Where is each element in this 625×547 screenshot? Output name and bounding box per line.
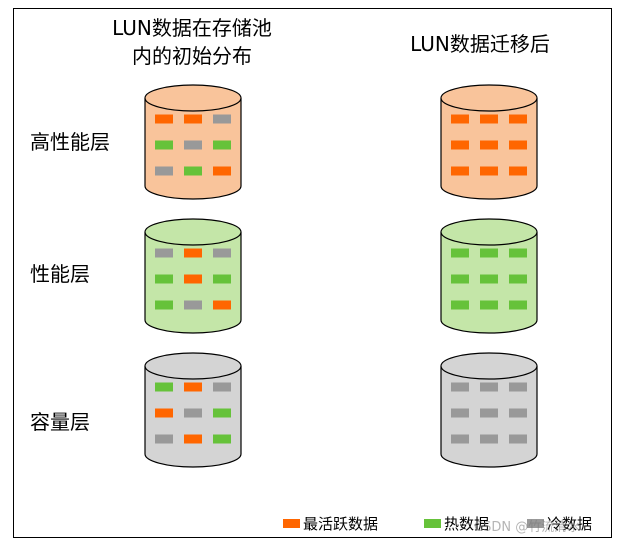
data-block-hottest xyxy=(184,382,202,392)
cylinder-top xyxy=(440,84,538,112)
data-block-hottest xyxy=(184,114,202,124)
data-block-hot xyxy=(480,248,498,258)
data-block-cold xyxy=(480,408,498,418)
cylinder-top xyxy=(440,352,538,380)
cylinder-after-performance xyxy=(440,218,538,334)
data-block-hottest xyxy=(213,166,231,176)
data-block-cold xyxy=(155,248,173,258)
data-block-hot xyxy=(184,166,202,176)
data-block-hot xyxy=(155,382,173,392)
data-block-hottest xyxy=(184,274,202,284)
legend-item-cold: 冷数据 xyxy=(527,513,592,533)
data-block-hot xyxy=(155,274,173,284)
data-block-hot xyxy=(480,300,498,310)
title-initial-line2: 内的初始分布 xyxy=(132,44,252,68)
cylinder-top xyxy=(144,218,242,246)
data-block-hot xyxy=(155,140,173,150)
data-block-cold xyxy=(509,434,527,444)
data-block-hot xyxy=(480,274,498,284)
cylinder-top xyxy=(440,218,538,246)
data-block-cold xyxy=(155,166,173,176)
data-block-cold xyxy=(184,408,202,418)
data-block-hottest xyxy=(184,248,202,258)
data-block-cold xyxy=(480,434,498,444)
title-initial-line1: LUN数据在存储池 xyxy=(112,16,272,40)
data-block-hot xyxy=(213,434,231,444)
legend-item-hot: 热数据 xyxy=(424,513,489,533)
data-block-cold xyxy=(155,434,173,444)
data-block-cold xyxy=(451,434,469,444)
data-block-hottest xyxy=(480,140,498,150)
cylinder-initial-capacity xyxy=(144,352,242,468)
data-block-hottest xyxy=(480,114,498,124)
data-block-hottest xyxy=(509,114,527,124)
data-block-hottest xyxy=(509,140,527,150)
tier-label-high-performance: 高性能层 xyxy=(30,130,110,154)
title-after-migration: LUN数据迁移后 xyxy=(410,32,550,56)
data-block-hot xyxy=(509,248,527,258)
data-block-cold xyxy=(509,408,527,418)
data-block-hottest xyxy=(155,408,173,418)
data-block-hot xyxy=(451,248,469,258)
legend-label-cold: 冷数据 xyxy=(547,514,593,533)
data-block-hottest xyxy=(451,166,469,176)
tier-label-performance: 性能层 xyxy=(30,262,90,286)
cylinder-top xyxy=(144,84,242,112)
data-block-hot xyxy=(451,300,469,310)
data-block-hottest xyxy=(480,166,498,176)
data-block-cold xyxy=(451,382,469,392)
legend-swatch-hot xyxy=(424,518,441,528)
cylinder-top xyxy=(144,352,242,380)
data-block-hottest xyxy=(451,114,469,124)
data-block-hot xyxy=(213,140,231,150)
data-block-hottest xyxy=(451,140,469,150)
data-block-cold xyxy=(184,300,202,310)
cylinder-initial-performance xyxy=(144,218,242,334)
data-block-cold xyxy=(184,140,202,150)
data-block-cold xyxy=(213,382,231,392)
cylinder-initial-high-performance xyxy=(144,84,242,200)
data-block-hottest xyxy=(509,166,527,176)
cylinder-after-high-performance xyxy=(440,84,538,200)
tier-label-capacity: 容量层 xyxy=(30,410,90,434)
data-block-hot xyxy=(213,408,231,418)
data-block-hot xyxy=(451,274,469,284)
legend-item-hottest: 最活跃数据 xyxy=(283,513,378,533)
data-block-hot xyxy=(213,274,231,284)
watermark: CSDN @竹流清水 xyxy=(474,520,581,535)
legend-swatch-cold xyxy=(527,518,544,528)
cylinder-after-capacity xyxy=(440,352,538,468)
data-block-hot xyxy=(155,300,173,310)
data-block-hot xyxy=(509,274,527,284)
data-block-cold xyxy=(509,382,527,392)
data-block-hottest xyxy=(213,300,231,310)
data-block-cold xyxy=(213,114,231,124)
data-block-cold xyxy=(213,248,231,258)
data-block-hottest xyxy=(155,114,173,124)
data-block-hottest xyxy=(184,434,202,444)
data-block-cold xyxy=(451,408,469,418)
legend-swatch-hottest xyxy=(283,518,300,528)
data-block-cold xyxy=(480,382,498,392)
data-block-hot xyxy=(509,300,527,310)
legend-label-hottest: 最活跃数据 xyxy=(303,514,379,533)
legend-label-hot: 热数据 xyxy=(444,514,490,533)
